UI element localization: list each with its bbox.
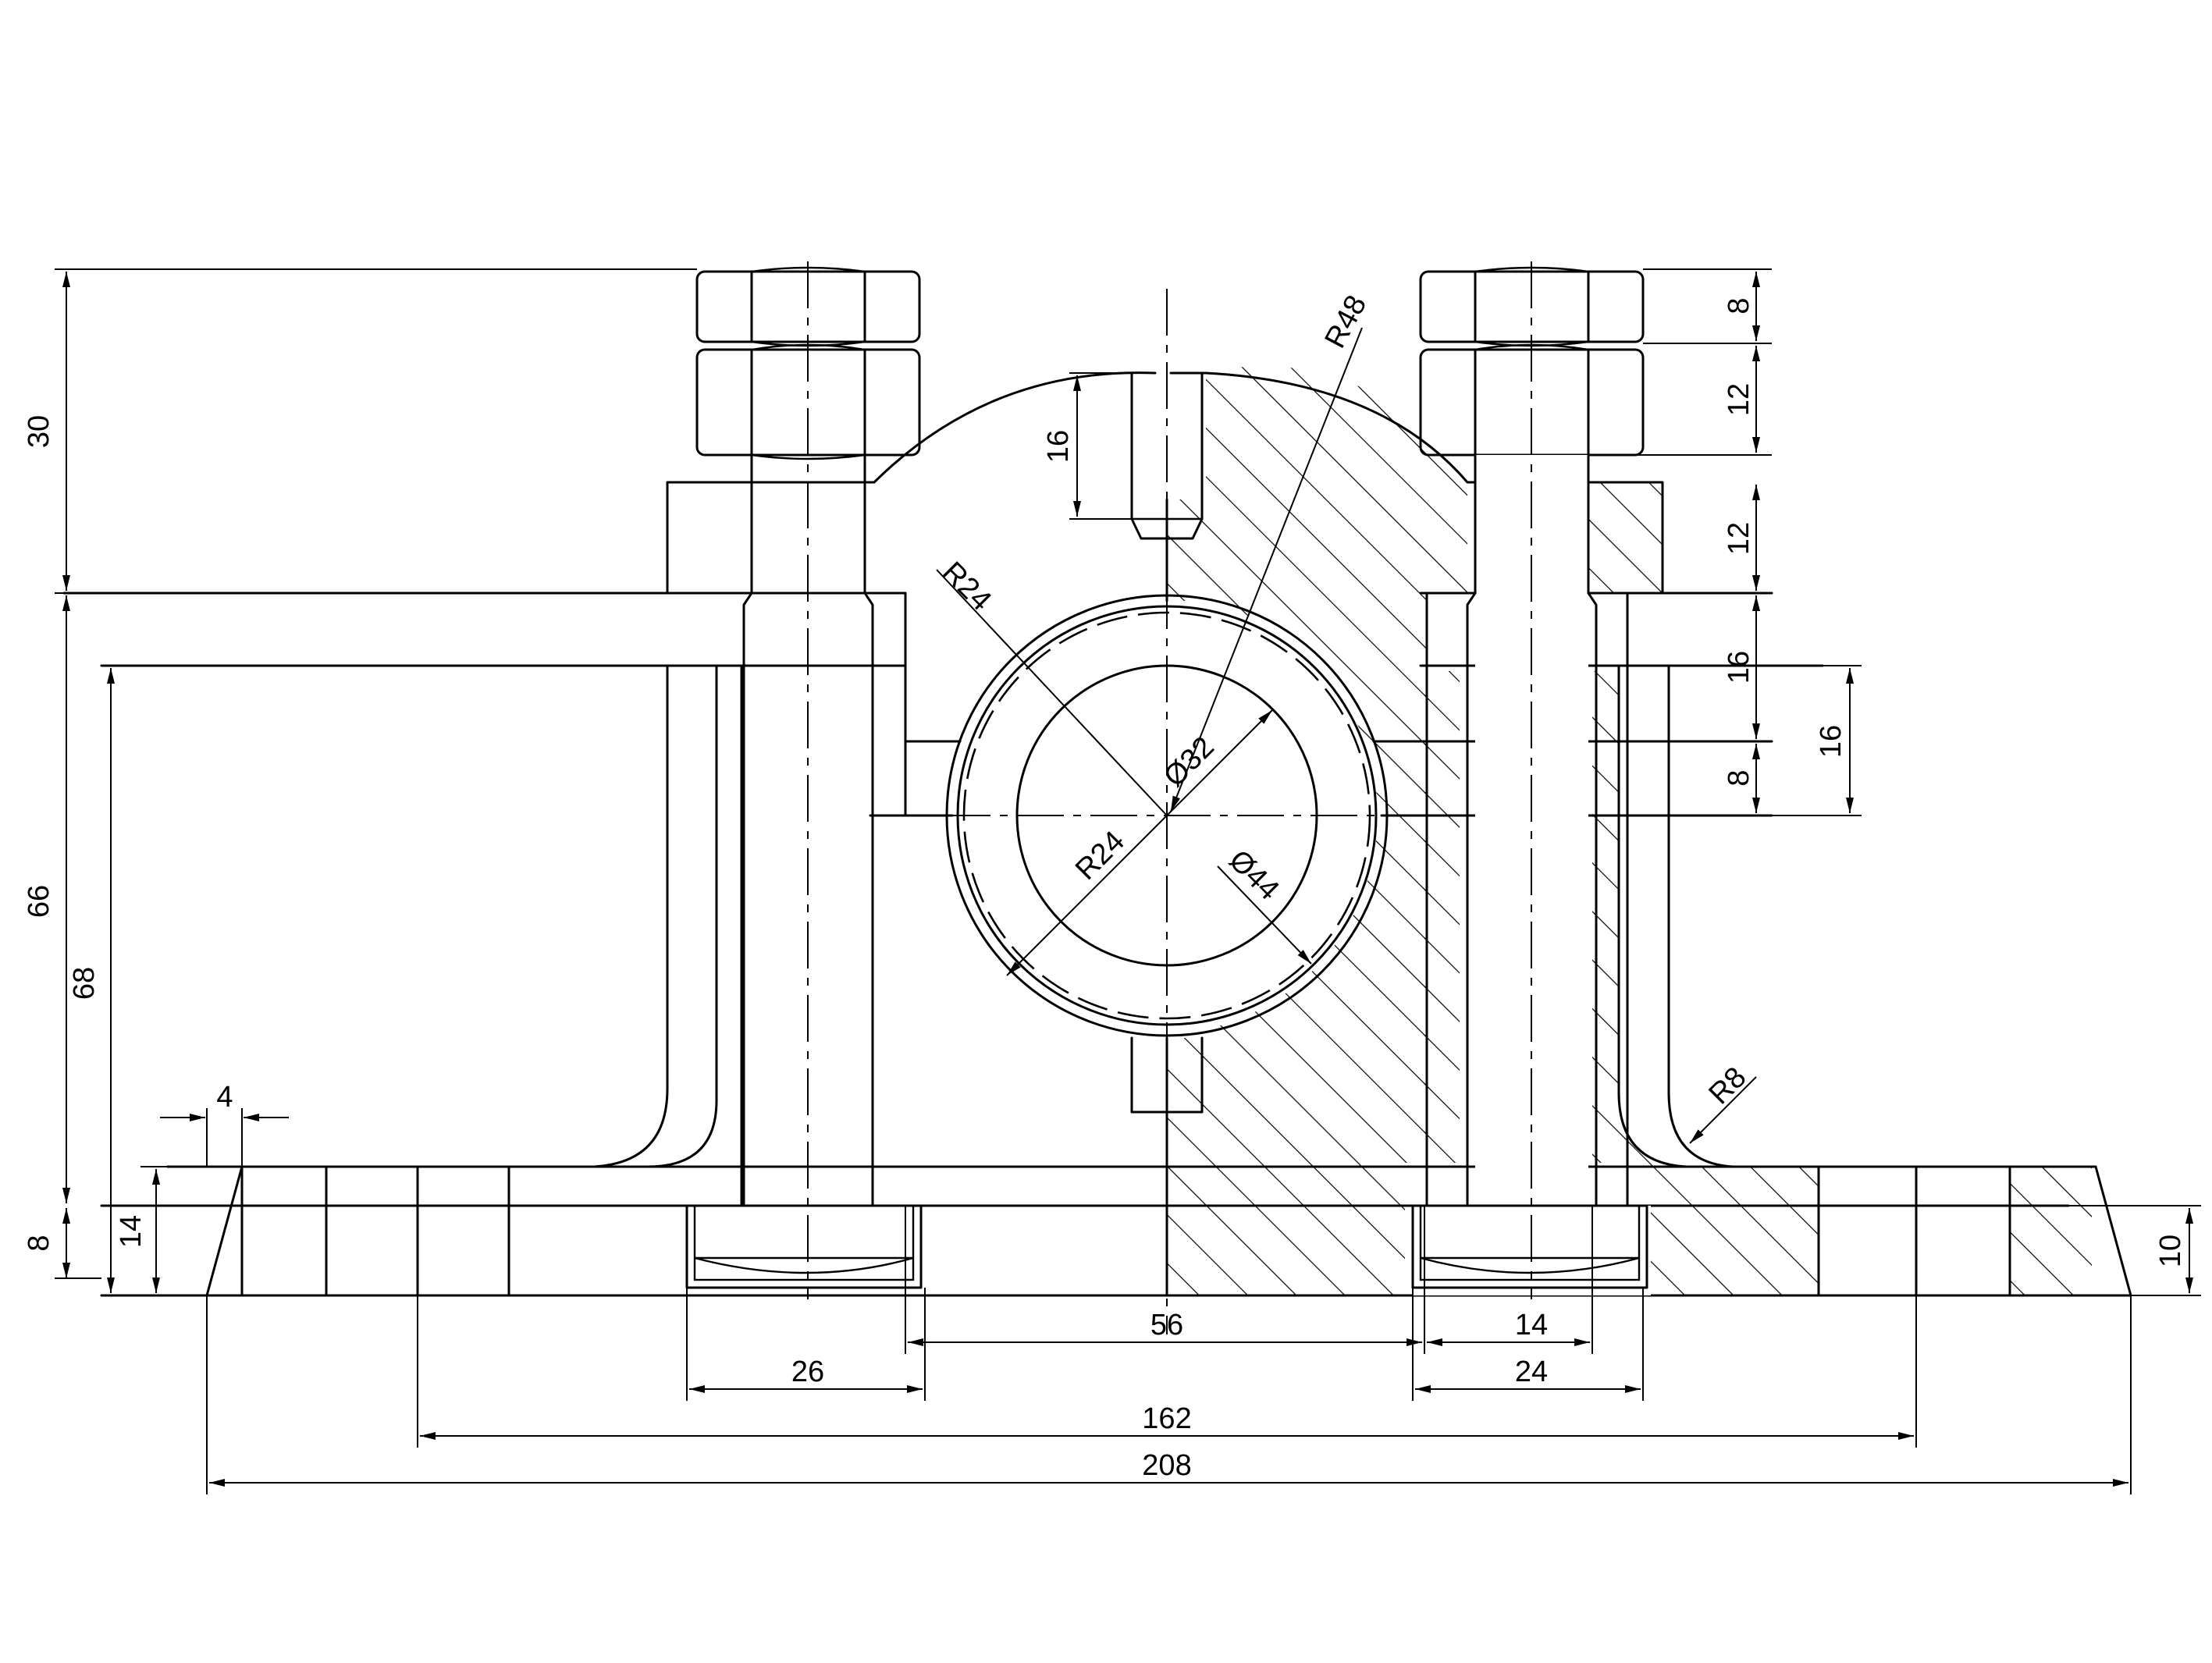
dim-fillet-radius: R8 [1702,1061,1752,1110]
dim-hole-depth: 16 [1042,430,1075,463]
dim-bore-radius-inner: R24 [1069,825,1131,887]
dim-half-bore-offset: 16 [1815,725,1847,758]
dim-outer-diameter: Ø44 [1222,844,1285,906]
dim-body-height: 66 [23,885,55,918]
section-hatching [1167,366,2092,1296]
dim-cap-height: 12 [1723,522,1755,555]
dim-inner-height: 68 [68,967,101,1000]
left-bolt-assembly [685,261,923,1299]
dim-foot-height: 14 [115,1215,148,1248]
dim-bore-radius-left: R24 [936,556,998,617]
dim-upper-body: 16 [1723,651,1755,684]
dim-foot-chamfer: 4 [216,1081,233,1114]
dim-split-offset: 8 [1723,769,1755,786]
dim-counterbore-right: 24 [1515,1356,1548,1388]
body-outline [62,371,2132,1297]
dim-cap-radius: R48 [1318,290,1373,354]
dim-hole-spacing: 162 [1142,1402,1191,1435]
dim-overall-height: 30 [23,415,55,448]
right-bolt-assembly [1411,261,1651,1299]
dim-flange-thickness: 10 [2154,1235,2187,1267]
dim-overall-length: 208 [1142,1449,1191,1482]
dim-base-thickness: 8 [23,1235,55,1251]
dim-bolt-spacing: 56 [1150,1309,1183,1341]
dimension-lines [55,268,2201,1494]
dim-nut-thickness: 8 [1723,297,1755,314]
dim-counterbore-left: 26 [791,1356,824,1388]
dim-bolt-diameter: 14 [1515,1309,1548,1341]
dimension-labels: 30 66 68 8 14 4 8 12 12 16 8 16 16 10 R4… [23,290,2187,1482]
dim-nut-height: 12 [1723,383,1755,416]
